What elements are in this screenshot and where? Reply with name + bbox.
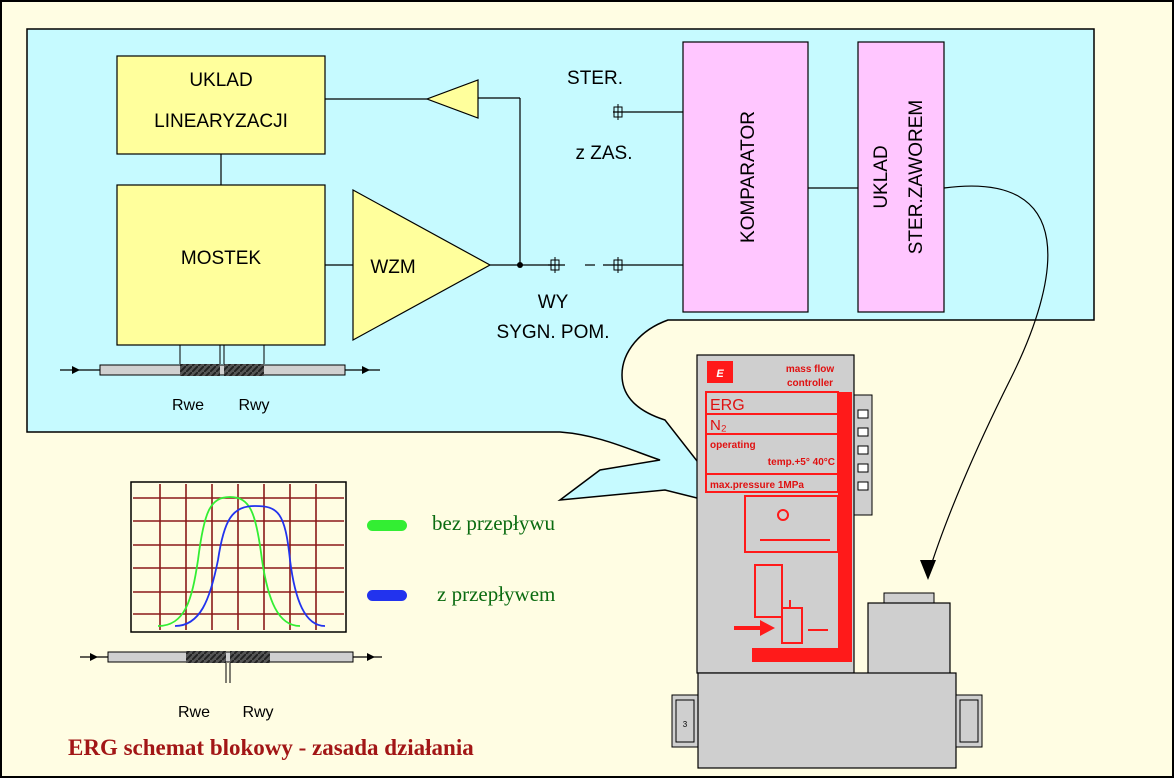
rwy-label-bottom: Rwy (242, 704, 273, 721)
signal-connector (548, 257, 683, 273)
feedback-amplifier (425, 79, 479, 119)
erg-logo (707, 361, 733, 383)
device-label-plate (705, 391, 839, 493)
device-pressure: max.pressure 1MPa (710, 480, 804, 491)
legend-swatch-no-flow (367, 520, 407, 531)
device-operating-2: temp.+5° 40°C (768, 457, 835, 468)
diagram-caption: ERG schemat blokowy - zasada działania (68, 735, 474, 760)
device-gas: N₂ (710, 417, 727, 434)
signal-graph (130, 481, 347, 633)
device-base (697, 672, 957, 769)
comparator-block (682, 41, 809, 313)
sensor-tube-top (60, 345, 380, 376)
device-title-1: mass flow (786, 364, 835, 375)
setpoint-connector (613, 104, 683, 120)
amplifier-triangle (352, 188, 492, 342)
rwe-label-bottom: Rwe (178, 704, 210, 721)
legend-label-with-flow: z przepływem (437, 582, 555, 606)
device-brand: ERG (710, 397, 745, 414)
linearization-label-2: LINEARYZACJI (154, 111, 288, 132)
svg-text:3: 3 (683, 720, 688, 729)
comparator-label: KOMPARATOR (738, 111, 759, 243)
setpoint-label-2: z ZAS. (575, 143, 632, 164)
valve-arrow (927, 185, 1049, 576)
curve-no-flow (157, 496, 301, 627)
device-title-2: controller (787, 378, 833, 389)
output-label-2: SYGN. POM. (497, 322, 610, 343)
setpoint-label-1: STER. (567, 68, 623, 89)
legend: bez przepływu z przepływem (367, 511, 556, 606)
valve-control-label-2: STER.ZAWOREM (906, 100, 927, 254)
valve-control-block (857, 41, 945, 313)
device-operating-1: operating (710, 440, 756, 451)
rwy-label-top: Rwy (238, 397, 269, 414)
valve-actuator (867, 602, 951, 678)
block-diagram: UKLAD LINEARYZACJI MOSTEK WZM (60, 41, 945, 414)
bridge-block (116, 184, 326, 346)
linearization-block (116, 55, 326, 155)
amplifier-label: WZM (370, 257, 415, 278)
bridge-label: MOSTEK (181, 248, 262, 269)
svg-text:E: E (716, 368, 724, 380)
sensor-tube-bottom (80, 651, 382, 683)
legend-label-no-flow: bez przepływu (432, 511, 556, 535)
legend-swatch-with-flow (367, 590, 407, 601)
valve-control-label-1: UKLAD (871, 145, 892, 208)
mass-flow-controller-device: E mass flow controller ERG N₂ operating … (671, 354, 983, 769)
linearization-label-1: UKLAD (189, 70, 252, 91)
curve-with-flow (174, 505, 326, 627)
output-label-1: WY (538, 292, 569, 313)
rwe-label-top: Rwe (172, 397, 204, 414)
